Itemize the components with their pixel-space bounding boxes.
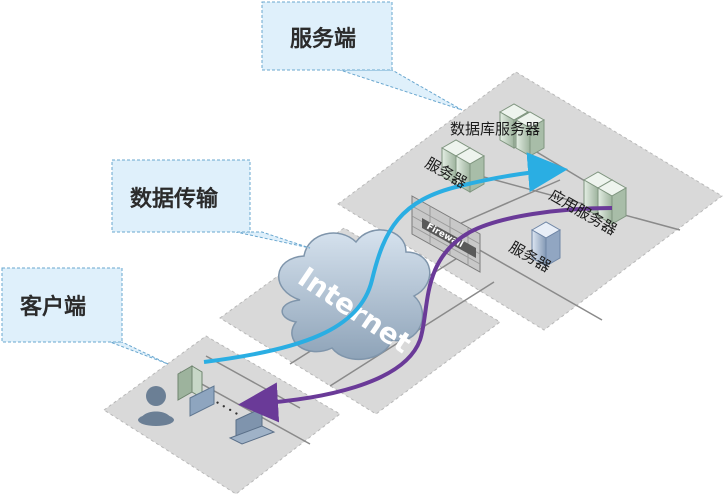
client-platform — [103, 335, 341, 495]
server-left-icon — [440, 139, 486, 193]
response-arrow — [238, 206, 613, 423]
server-platform — [337, 71, 723, 331]
transfer-callout-text: 数据传输 — [130, 186, 219, 212]
app-server-icon — [582, 171, 628, 225]
db-server-icon — [498, 103, 546, 157]
client-callout: 客户端 — [1, 267, 169, 365]
server-right-icon — [530, 221, 562, 267]
transfer-callout: 数据传输 — [111, 159, 311, 249]
user-icon — [138, 386, 174, 426]
internet-cloud-icon: Internet — [278, 229, 431, 361]
request-arrow — [203, 152, 568, 364]
firewall-icon: Firewall — [411, 195, 481, 273]
server-callout: 服务端 — [261, 1, 463, 111]
desktop-computer-icon — [177, 365, 215, 417]
server-callout-text: 服务端 — [290, 27, 356, 52]
client-callout-text: 客户端 — [20, 294, 86, 320]
db-server-label: 数据库服务器 — [450, 120, 540, 138]
